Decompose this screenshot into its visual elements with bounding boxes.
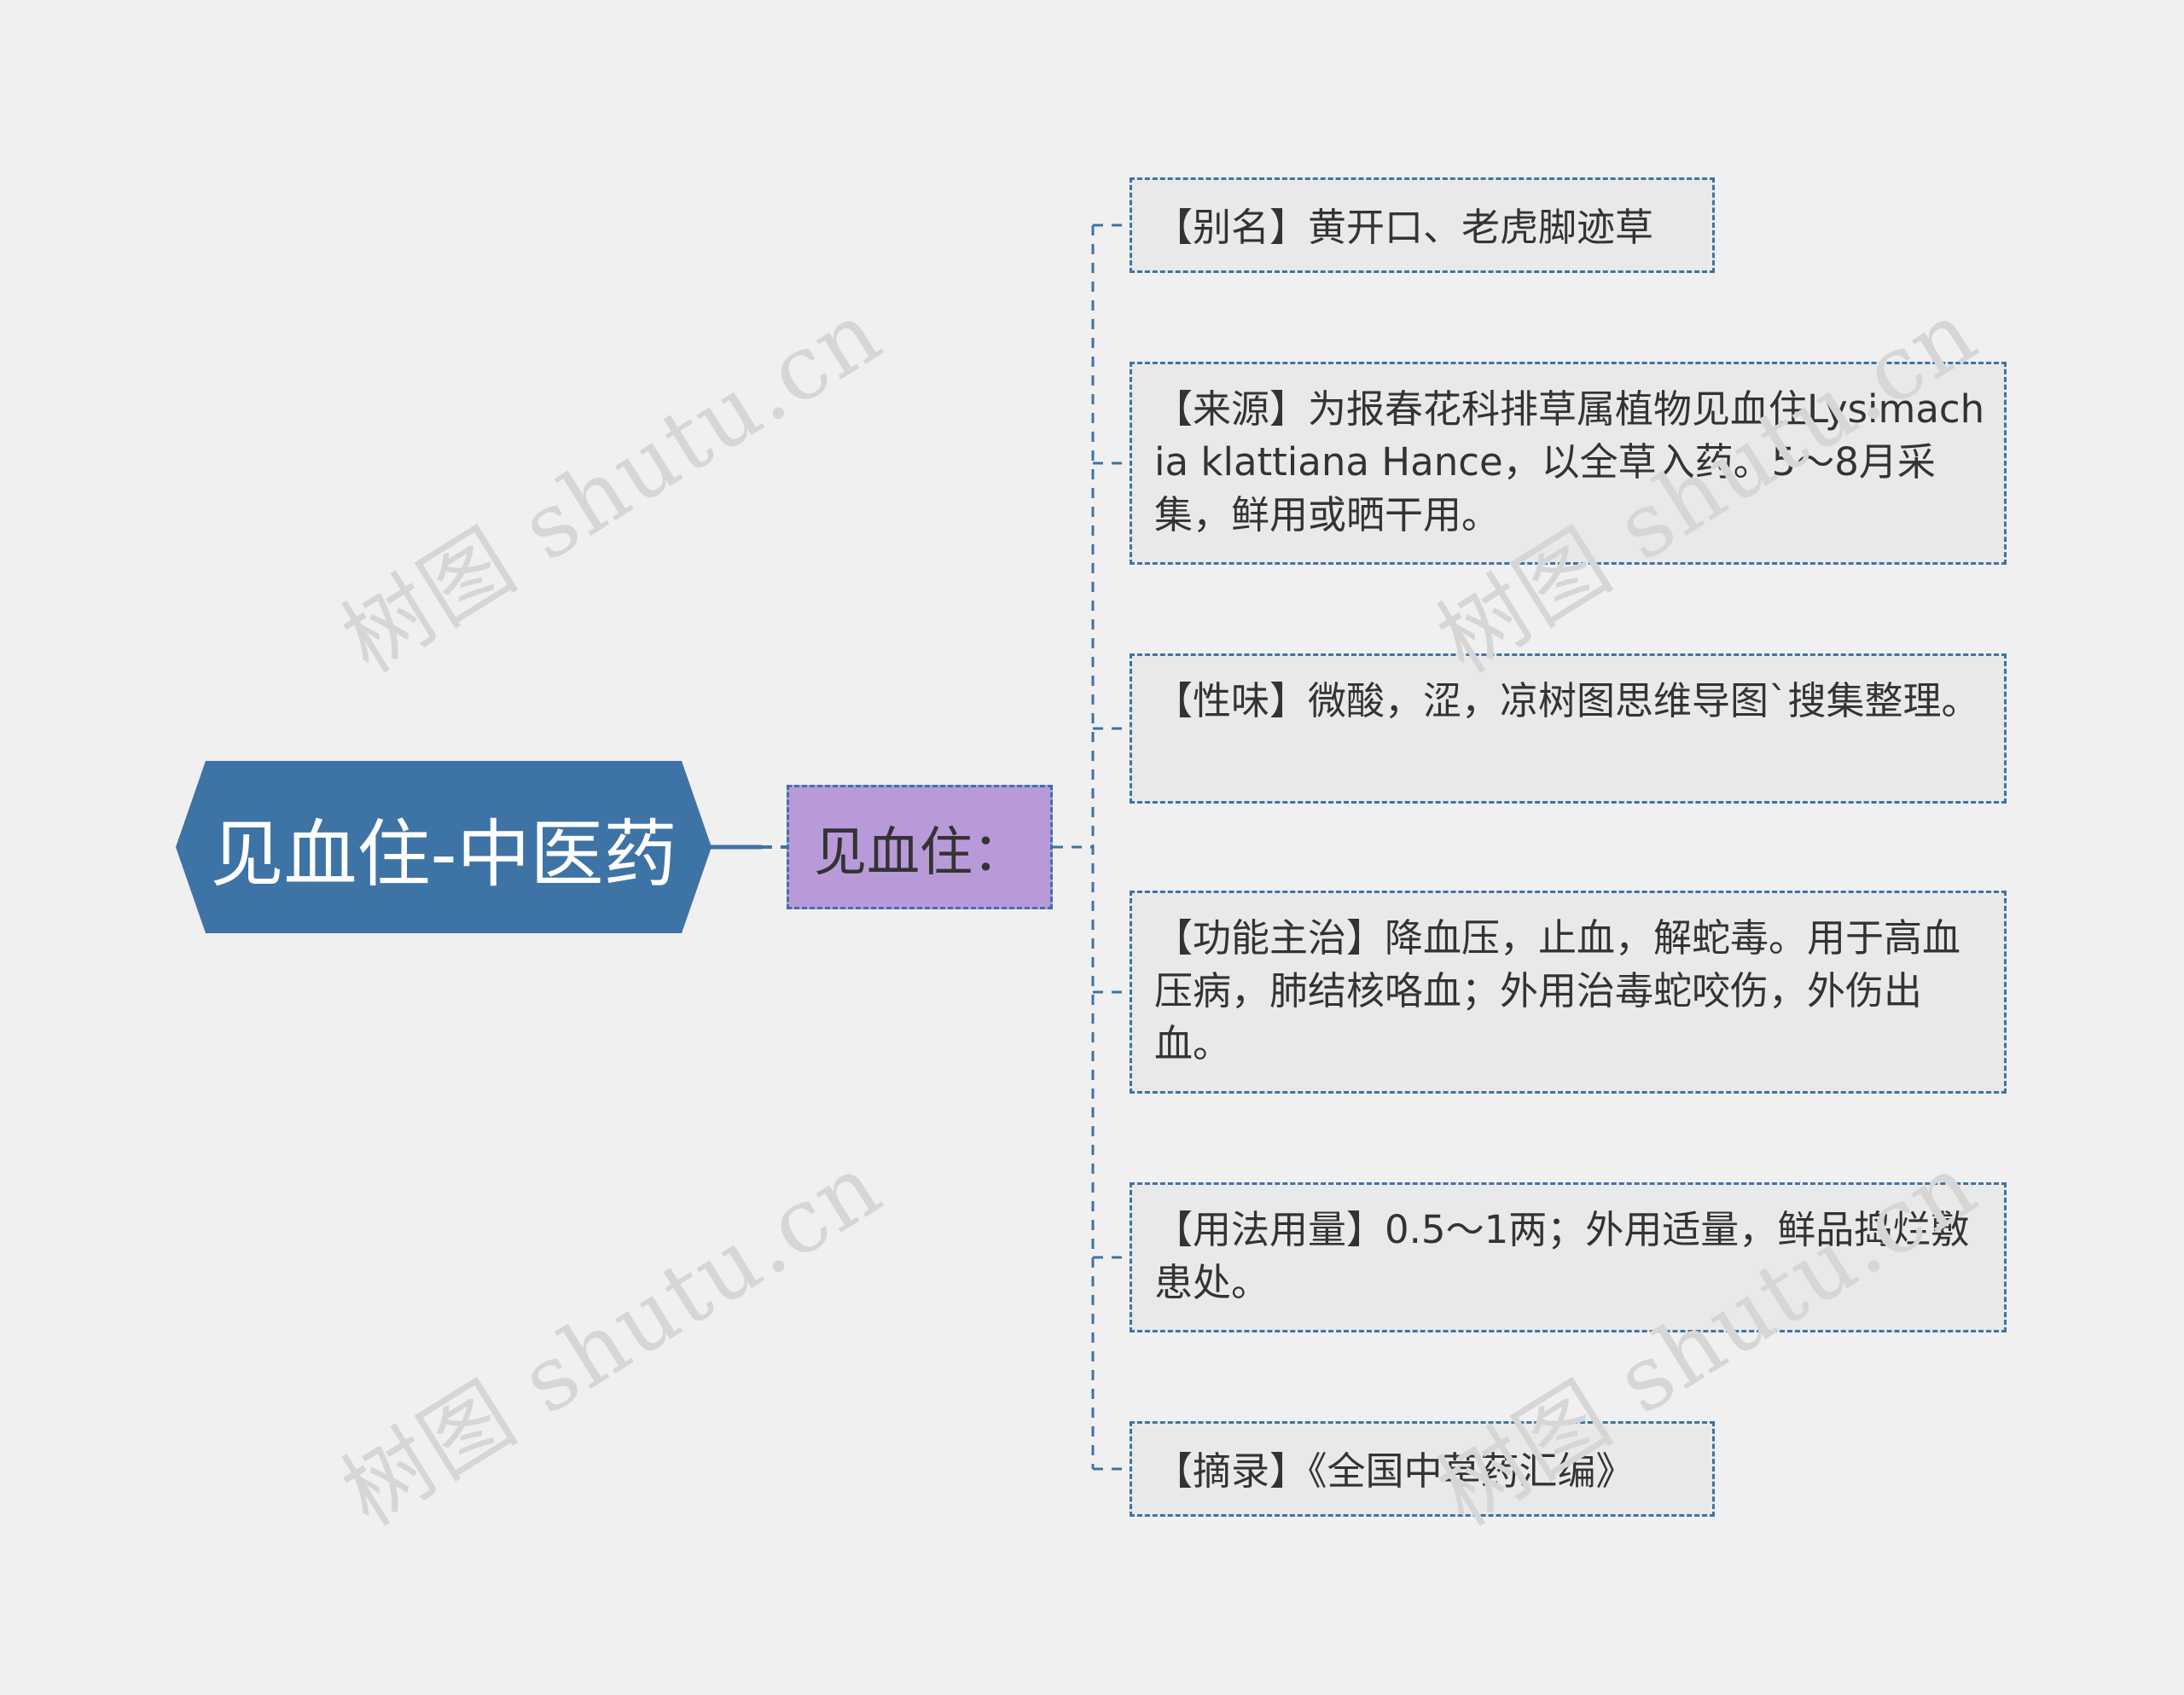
- root-node[interactable]: 见血住-中医药: [176, 761, 712, 933]
- leaf-node-dosage[interactable]: 【用法用量】0.5～1两；外用适量，鲜品捣烂敷患处。: [1130, 1182, 2007, 1332]
- leaf-node-text: 【别名】黄开口、老虎脚迹草: [1154, 205, 1654, 250]
- leaf-node-text: 【功能主治】降血压，止血，解蛇毒。用于高血压病，肺结核咯血；外用治毒蛇咬伤，外伤…: [1154, 915, 1961, 1066]
- leaf-node-text: 【摘录】《全国中草药汇编》: [1154, 1448, 1635, 1494]
- leaf-node-text: 【用法用量】0.5～1两；外用适量，鲜品捣烂敷患处。: [1154, 1207, 1970, 1305]
- leaf-node-text: 【性味】微酸，涩，凉树图思维导图`搜集整理。: [1154, 678, 1980, 723]
- leaf-node-alias[interactable]: 【别名】黄开口、老虎脚迹草: [1130, 177, 1715, 273]
- leaf-node-indications[interactable]: 【功能主治】降血压，止血，解蛇毒。用于高血压病，肺结核咯血；外用治毒蛇咬伤，外伤…: [1130, 891, 2007, 1094]
- leaf-node-excerpt[interactable]: 【摘录】《全国中草药汇编》: [1130, 1421, 1715, 1517]
- leaf-node-text: 【来源】为报春花科排草属植物见血住Lysimachia klattiana Ha…: [1154, 386, 1985, 537]
- leaf-node-taste[interactable]: 【性味】微酸，涩，凉树图思维导图`搜集整理。: [1130, 653, 2007, 804]
- root-node-label: 见血住-中医药: [210, 811, 677, 897]
- leaf-node-source[interactable]: 【来源】为报春花科排草属植物见血住Lysimachia klattiana Ha…: [1130, 362, 2007, 565]
- topic-node-label: 见血住：: [813, 821, 1025, 883]
- topic-node[interactable]: 见血住：: [787, 785, 1053, 909]
